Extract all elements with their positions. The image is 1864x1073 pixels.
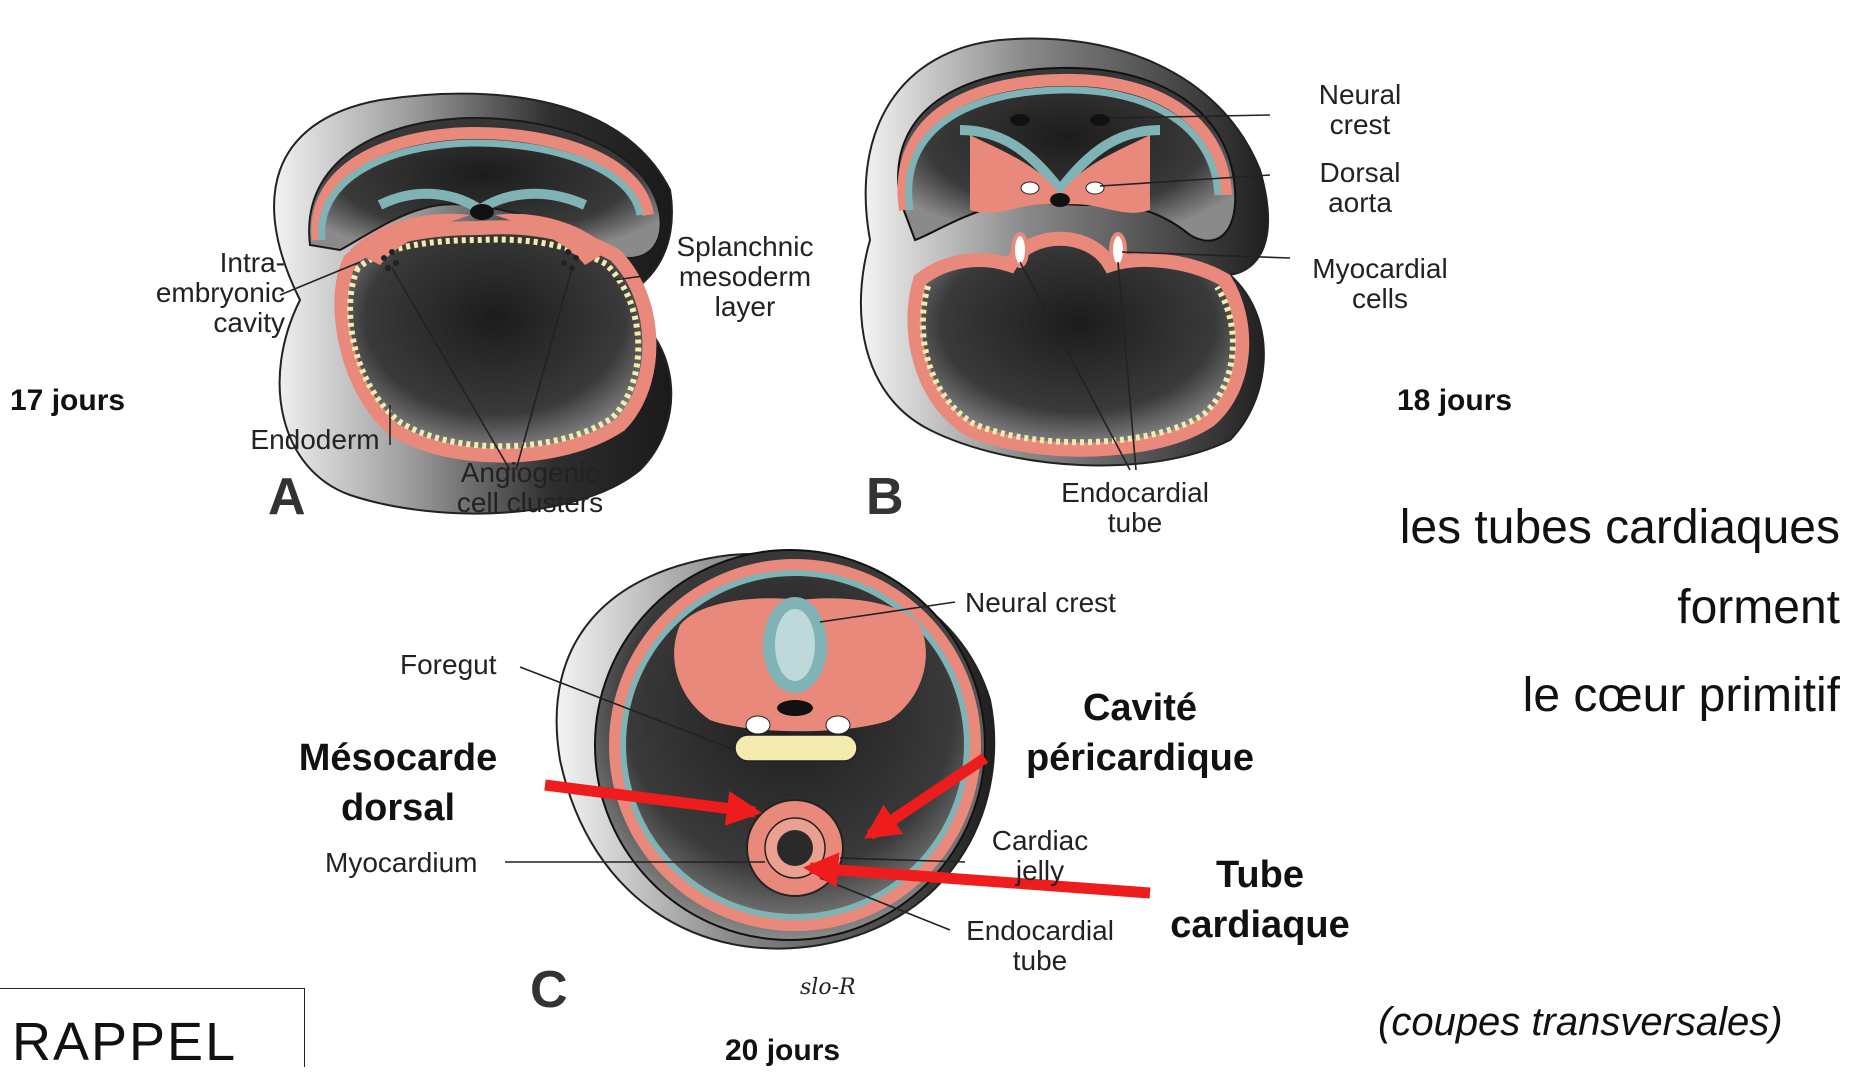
panel-letter-a: A [268,467,306,527]
label-myocardium: Myocardium [325,848,477,878]
rappel-label: RAPPEL [12,1011,237,1073]
panel-letter-b: B [866,467,904,527]
days-20: 20 jours [725,1034,840,1068]
caption-line-2: forment [1290,580,1840,635]
panel-c-embryo [505,550,994,949]
note-coupes: (coupes transversales) [1378,1000,1783,1045]
label-foregut: Foregut [400,650,497,680]
caption-line-3: le cœur primitif [1290,668,1840,723]
panel-b-embryo [861,39,1290,470]
days-18: 18 jours [1397,384,1512,418]
panel-letter-c: C [530,960,568,1020]
label-neural-crest-c: Neural crest [965,588,1116,618]
rappel-box: RAPPEL [0,988,305,1067]
signature: slo-R [800,975,856,1000]
caption-line-1: les tubes cardiaques [1290,500,1840,555]
days-17: 17 jours [10,384,125,418]
label-endoderm: Endoderm [230,425,400,455]
